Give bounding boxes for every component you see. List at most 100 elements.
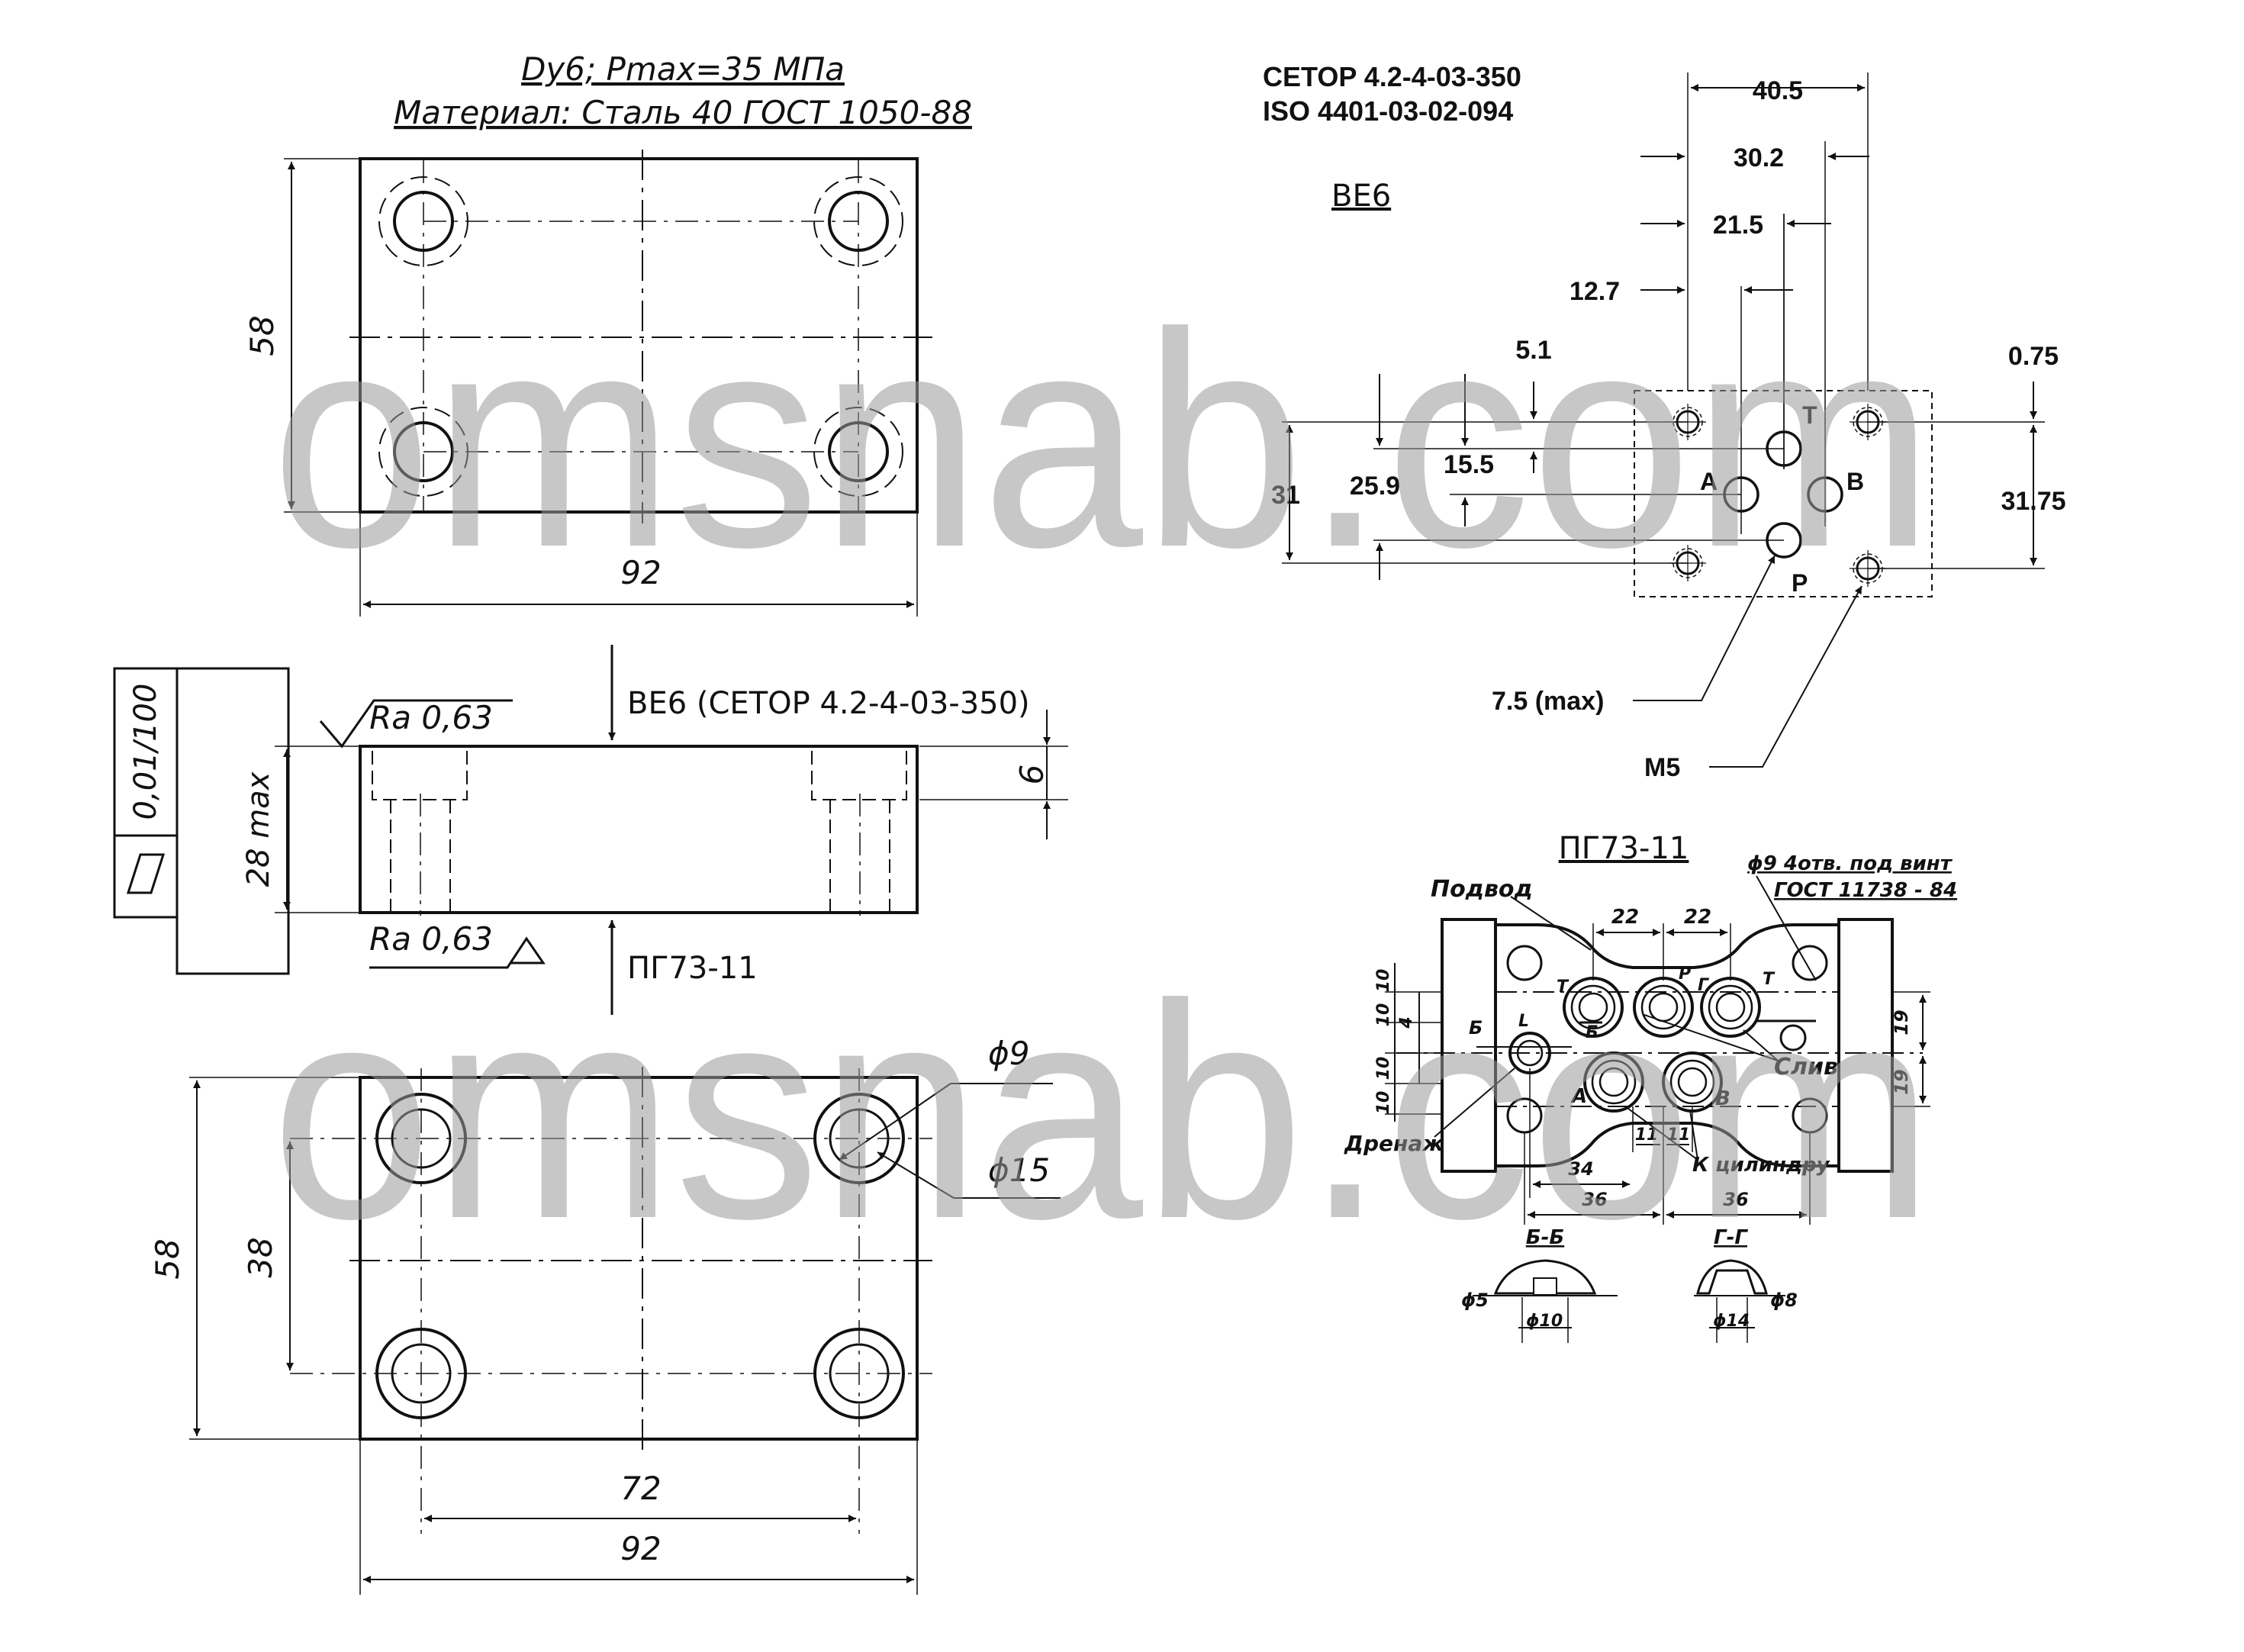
pg73-dim-22a: 22 xyxy=(1611,906,1639,929)
bottom-dim-58: 58 xyxy=(149,1238,186,1279)
be6-dim-5-1: 5.1 xyxy=(1515,336,1551,365)
be6-standard-1: CETOP 4.2-4-03-350 xyxy=(1263,61,1521,92)
pg73-label-b: В xyxy=(1715,1087,1730,1110)
be6-callout-thread: M5 xyxy=(1644,753,1680,782)
pg73-dim-10b: 10 xyxy=(1374,1003,1393,1027)
pg73-dim-19a: 19 xyxy=(1891,1010,1912,1035)
side-counterbore-left xyxy=(372,745,468,800)
pg73-screw-hole-bl xyxy=(1506,1097,1543,1134)
pg73-dia-14: ϕ14 xyxy=(1713,1312,1750,1331)
pg73-dim-22b: 22 xyxy=(1684,906,1711,929)
be6-port-b-label: B xyxy=(1846,468,1864,495)
top-hole-tr xyxy=(813,176,903,266)
top-spec-text: Dу6; Pmax=35 МПа xyxy=(521,50,845,88)
pg73-dia-5: ϕ5 xyxy=(1461,1290,1489,1311)
side-counterbore-right xyxy=(811,745,907,800)
pg73-label-drainage: Дренаж xyxy=(1344,1131,1444,1156)
roughness-top: Ra 0,63 xyxy=(369,699,493,736)
bottom-dim-38: 38 xyxy=(242,1237,279,1277)
side-top-arrow-label: ВЕ6 (CETOP 4.2-4-03-350) xyxy=(627,686,1030,721)
be6-port-t xyxy=(1766,430,1802,467)
pg73-label-holes: ϕ9 4отв. под винт xyxy=(1747,852,1953,875)
side-bottom-arrow-label: ПГ73-11 xyxy=(627,951,758,986)
pg73-screw-hole-tl xyxy=(1506,945,1543,981)
pg73-dim-10c: 10 xyxy=(1374,1057,1393,1080)
pg73-label-cyl: К цилиндру xyxy=(1692,1154,1830,1177)
pg73-port-b-small: Б xyxy=(1469,1017,1483,1039)
bottom-hole-tl xyxy=(375,1093,467,1184)
pg73-body-outline xyxy=(1441,918,1894,1173)
pg73-screw-hole-tr xyxy=(1792,945,1828,981)
top-dim-92: 92 xyxy=(620,554,661,591)
pg73-port-t2-label: Т xyxy=(1763,970,1776,989)
be6-mount-hole-br xyxy=(1850,550,1886,587)
pg73-label-gost: ГОСТ 11738 - 84 xyxy=(1774,879,1957,902)
be6-port-p xyxy=(1766,522,1802,559)
roughness-bottom: Ra 0,63 xyxy=(369,920,493,958)
top-material-text: Материал: Сталь 40 ГОСТ 1050-88 xyxy=(394,94,972,131)
be6-interface: CETOP 4.2-4-03-350 ISO 4401-03-02-094 ВЕ… xyxy=(1263,61,2066,782)
watermark-top: omsnab.com xyxy=(271,269,1934,610)
pg73-port-a xyxy=(1583,1051,1644,1113)
bottom-dim-92: 92 xyxy=(620,1530,661,1567)
be6-dim-31: 31 xyxy=(1271,481,1300,510)
be6-port-a xyxy=(1723,476,1759,513)
bottom-hole-bl xyxy=(375,1328,467,1419)
pg73-dia-10: ϕ10 xyxy=(1526,1312,1563,1331)
be6-dim-30-2: 30.2 xyxy=(1734,143,1784,172)
top-hole-tl xyxy=(378,176,468,266)
be6-mount-hole-bl xyxy=(1669,545,1706,581)
be6-callout-thread-leader xyxy=(1709,585,1862,768)
pg73-label-a: А xyxy=(1570,1085,1587,1108)
section-gg-shape xyxy=(1696,1259,1768,1295)
tolerance-value: 0,01/100 xyxy=(128,684,163,820)
top-plate-outline xyxy=(359,157,919,514)
be6-outline xyxy=(1634,390,1933,597)
pg73-dia-8: ϕ8 xyxy=(1770,1290,1798,1311)
pg73-port-b-mark: Б xyxy=(1586,1023,1598,1042)
be6-mount-hole-tr xyxy=(1850,404,1886,440)
pg73-title: ПГ73-11 xyxy=(1559,831,1689,866)
be6-callout-port-leader xyxy=(1633,555,1776,701)
side-plate-outline xyxy=(359,745,919,914)
bottom-hole-br xyxy=(813,1328,905,1419)
pg73-aux-hole xyxy=(1779,1024,1807,1051)
bottom-view: ϕ9 ϕ15 58 38 72 92 xyxy=(149,1035,1061,1595)
be6-port-a-label: A xyxy=(1700,468,1718,495)
top-dim-58: 58 xyxy=(243,315,281,356)
pg73-dim-36a: 36 xyxy=(1582,1189,1607,1210)
side-dim-28max: 28 max xyxy=(241,771,276,887)
bottom-dim-72: 72 xyxy=(620,1470,661,1507)
pg73-port-p-label: Р xyxy=(1679,964,1691,984)
be6-port-b xyxy=(1807,476,1843,513)
pg73-dim-10a: 10 xyxy=(1374,969,1393,993)
flatness-symbol-icon xyxy=(126,853,166,894)
be6-mount-hole-tl xyxy=(1669,404,1706,440)
section-bb-shape xyxy=(1493,1259,1597,1295)
bottom-hole-tr xyxy=(813,1093,905,1184)
side-dim-9: 9 xyxy=(1012,765,1049,785)
be6-dim-25-9: 25.9 xyxy=(1350,472,1400,501)
be6-dim-12-7: 12.7 xyxy=(1570,277,1620,306)
be6-title: ВЕ6 xyxy=(1331,179,1391,214)
be6-standard-2: ISO 4401-03-02-094 xyxy=(1263,95,1513,127)
pg73-dim-34: 34 xyxy=(1568,1158,1593,1180)
pg73-dim-19b: 19 xyxy=(1891,1069,1912,1094)
bottom-dia-9: ϕ9 xyxy=(988,1035,1029,1072)
pg73-label-inlet: Подвод xyxy=(1431,876,1533,903)
pg73-dim-10d: 10 xyxy=(1374,1091,1393,1115)
watermark-bottom: omsnab.com xyxy=(271,941,1934,1282)
pg73-port-t1-label: Т xyxy=(1557,977,1570,997)
bottom-dia-15: ϕ15 xyxy=(988,1151,1050,1189)
pg73-port-l-label: L xyxy=(1518,1012,1529,1031)
side-view: 0,01/100 Ra 0,63 Ra 0,63 28 max 9 ВЕ6 (C xyxy=(113,645,1068,1015)
be6-dim-21-5: 21.5 xyxy=(1713,211,1763,240)
be6-dim-31-75: 31.75 xyxy=(2001,487,2065,516)
roughness-bottom-symbol xyxy=(369,936,546,969)
pg73-plate: ПГ73-11 Подвод ϕ9 4отв. под винт ГОСТ 11… xyxy=(1344,831,1957,1343)
pg73-dim-11a: 11 xyxy=(1635,1125,1659,1145)
pg73-dim-4: 4 xyxy=(1397,1016,1416,1029)
top-view: Dу6; Pmax=35 МПа Материал: Сталь 40 ГОСТ… xyxy=(243,50,972,617)
be6-port-t-label: T xyxy=(1802,401,1817,429)
